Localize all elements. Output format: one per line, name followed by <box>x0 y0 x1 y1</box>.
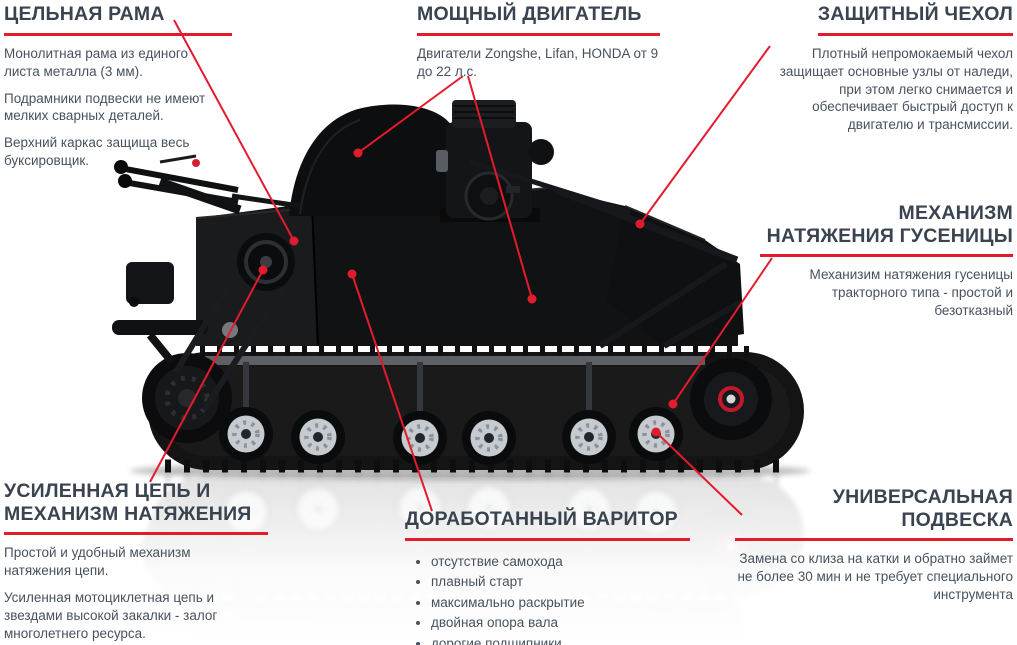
variator-feature-item: максимально раскрытие <box>431 593 690 614</box>
callout-dot-variator <box>347 269 357 279</box>
callout-chain-text-2: Усиленная мотоциклетная цепь и звездами … <box>4 590 218 642</box>
callout-cover: ЗАЩИТНЫЙ ЧЕХОЛ Плотный непромокаемый чех… <box>773 3 1013 134</box>
callout-lines <box>149 19 773 516</box>
callout-engine-text-1: Двигатели Zongshe, Lifan, HONDA от 9 до … <box>417 45 659 79</box>
callout-chain-text-1: Простой и удобный механизм натяжения цеп… <box>4 545 191 579</box>
callout-frame-title: ЦЕЛЬНАЯ РАМА <box>4 3 232 36</box>
callout-line-frame <box>173 19 299 246</box>
variator-feature-item: дорогие подшипники <box>431 634 690 645</box>
callout-variator: ДОРАБОТАННЫЙ ВАРИТОР отсутствие самохода… <box>405 508 690 645</box>
callout-suspension-title: УНИВЕРСАЛЬНАЯ ПОДВЕСКА <box>735 486 1013 542</box>
callout-dot-frame <box>289 236 299 246</box>
callout-dot-chain <box>258 265 268 275</box>
variator-feature-item: плавный старт <box>431 572 690 593</box>
variator-feature-item: отсутствие самохода <box>431 552 690 573</box>
callout-suspension-text-1: Замена со клиза на катки и обратно займе… <box>737 551 1013 603</box>
rear-tension-wheel <box>690 358 772 440</box>
callout-dot-tension <box>668 399 678 409</box>
callout-engine: МОЩНЫЙ ДВИГАТЕЛЬ Двигатели Zongshe, Lifa… <box>417 3 660 81</box>
callout-cover-title: ЗАЩИТНЫЙ ЧЕХОЛ <box>817 3 1013 36</box>
callout-frame-text-3: Верхний каркас защища весь буксировщик. <box>4 135 190 169</box>
callout-frame: ЦЕЛЬНАЯ РАМА Монолитная рама из единого … <box>4 3 232 170</box>
callout-cover-text-1: Плотный непромокаемый чехол защищает осн… <box>779 45 1013 133</box>
callout-line-variator <box>347 269 433 512</box>
callout-dot-cover <box>635 219 645 229</box>
callout-engine-title: МОЩНЫЙ ДВИГАТЕЛЬ <box>417 3 660 36</box>
reflection-fade <box>0 477 1017 645</box>
callout-line-cover <box>635 45 771 229</box>
callout-line-chain <box>149 265 268 483</box>
callout-dot-engine-a <box>353 148 363 158</box>
vehicle-illustration <box>112 100 804 473</box>
callout-dot-suspension <box>651 427 661 437</box>
handlebar <box>114 154 301 215</box>
callout-line-suspension <box>651 427 743 516</box>
callout-track-tension-title: МЕХАНИЗМ НАТЯЖЕНИЯ ГУСЕНИЦЫ <box>760 202 1013 258</box>
callout-chain-title: УСИЛЕННАЯ ЦЕПЬ И МЕХАНИЗМ НАТЯЖЕНИЯ <box>4 480 268 536</box>
variator-feature-item: двойная опора вала <box>431 613 690 634</box>
callout-frame-text-2: Подрамники подвески не имеют мелких свар… <box>4 90 206 124</box>
callout-chain: УСИЛЕННАЯ ЦЕПЬ И МЕХАНИЗМ НАТЯЖЕНИЯ Прос… <box>4 480 268 643</box>
callout-track-tension-text-1: Механизим натяжения гусеницы тракторного… <box>809 267 1013 319</box>
callout-frame-text-1: Монолитная рама из единого листа металла… <box>4 45 188 79</box>
callout-suspension: УНИВЕРСАЛЬНАЯ ПОДВЕСКА Замена со клиза н… <box>735 486 1013 604</box>
callout-track-tension: МЕХАНИЗМ НАТЯЖЕНИЯ ГУСЕНИЦЫ Механизим на… <box>760 202 1013 320</box>
callout-variator-title: ДОРАБОТАННЫЙ ВАРИТОР <box>405 508 690 541</box>
callout-line-tension <box>668 257 773 409</box>
chain-drive <box>173 233 295 412</box>
front-sprocket <box>142 353 232 443</box>
variator-feature-list: отсутствие самохода плавный старт максим… <box>405 552 690 645</box>
callout-line-engine <box>353 75 537 304</box>
callout-dot-engine-b <box>527 294 537 304</box>
